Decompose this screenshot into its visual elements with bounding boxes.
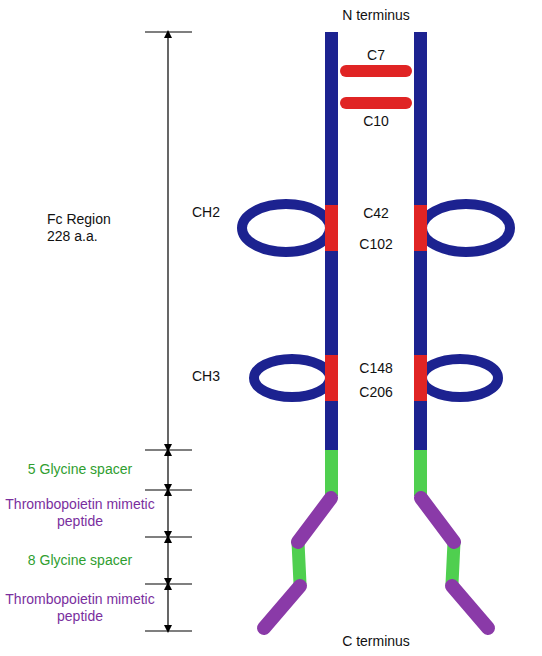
peptide-label: Thrombopoietin mimetic peptide [5, 496, 155, 530]
domain-label: CH3 [192, 368, 220, 385]
terminus-label: C terminus [342, 633, 410, 650]
spacer-label: 5 Glycine spacer [28, 461, 132, 478]
residue-label: C42 [363, 205, 389, 222]
disulfide-bond [340, 65, 412, 109]
peptide-chain [264, 498, 488, 628]
spacer-label: 8 Glycine spacer [28, 552, 132, 569]
domain-label: CH2 [192, 204, 220, 221]
dimension-bracket [145, 32, 192, 631]
domain-loop [242, 204, 510, 397]
residue-label: C206 [359, 384, 392, 401]
residue-label: C10 [363, 113, 389, 130]
residue-label: C148 [359, 360, 392, 377]
residue-label: C102 [359, 236, 392, 253]
heavy-chain [325, 32, 427, 496]
terminus-label: N terminus [342, 7, 410, 24]
residue-label: C7 [367, 47, 385, 64]
peptide-label: Thrombopoietin mimetic peptide [5, 591, 155, 625]
region-label: Fc Region 228 a.a. [47, 211, 137, 245]
